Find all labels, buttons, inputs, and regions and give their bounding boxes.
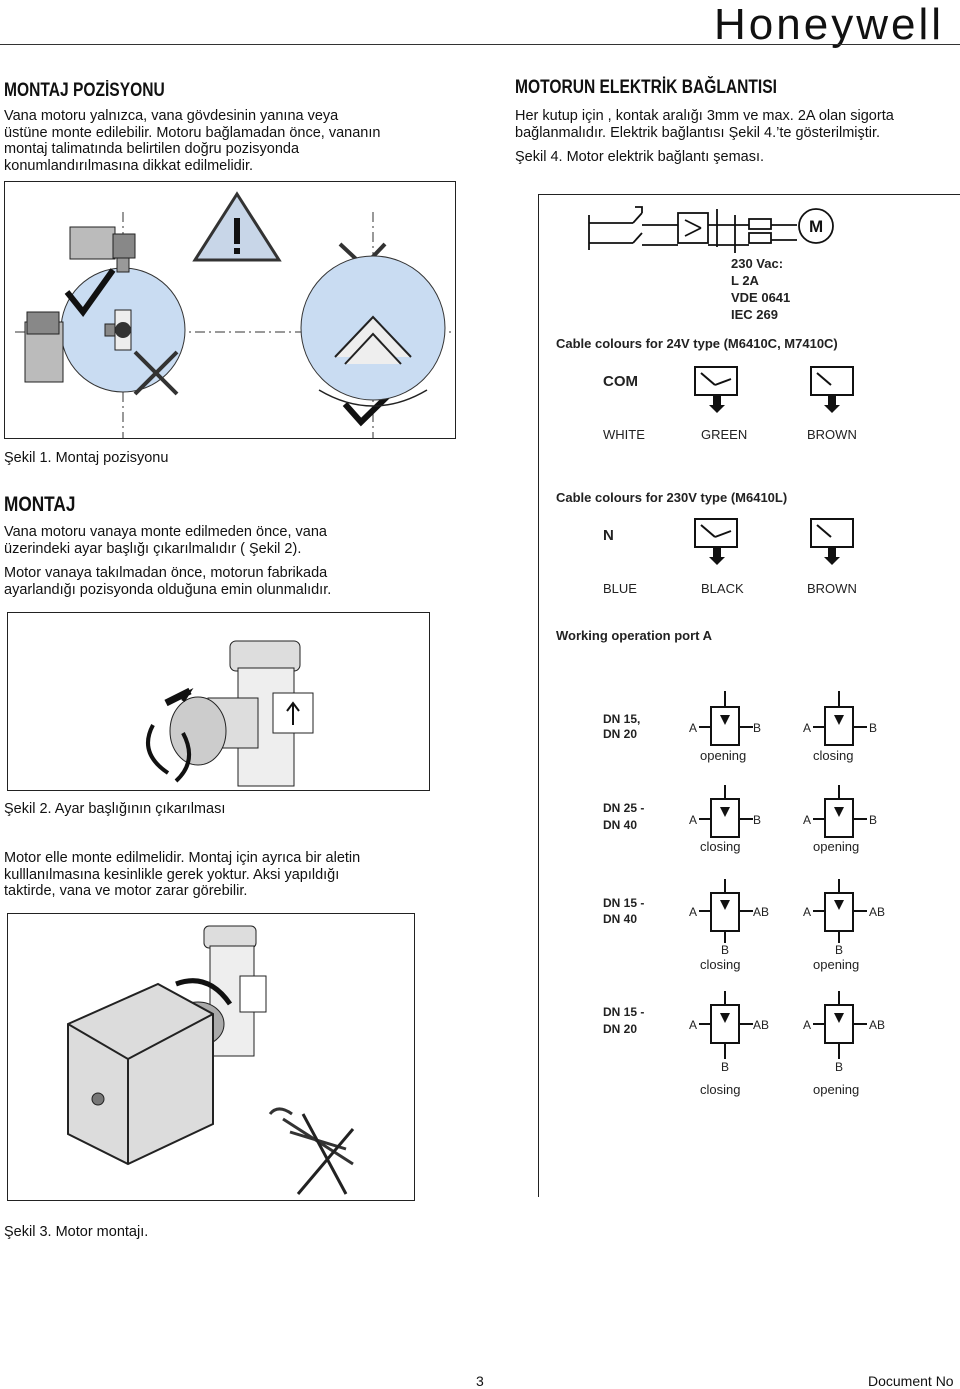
montaj-pozisyonu-text: Vana motoru yalnızca, vana gövdesinin ya… (4, 108, 381, 174)
row-2-dn-line-2: DN 40 (603, 818, 637, 832)
cable-24v-color-1: WHITE (603, 427, 645, 442)
cable-24v-color-2: GREEN (701, 427, 747, 442)
row-4-dn-line-2: DN 20 (603, 1022, 637, 1036)
cable-230v-color-3: BROWN (807, 581, 857, 596)
spec-line-3: VDE 0641 (731, 290, 790, 305)
cable-24v-title: Cable colours for 24V type (M6410C, M741… (556, 336, 838, 351)
figure-1-mounting-positions (4, 181, 456, 439)
operation-row-1: DN 15, DN 20 A B A B opening closing (603, 691, 877, 763)
figure-4-wiring-diagram: M 230 Vac: L 2A VDE 0641 IEC 269 Cable c… (538, 194, 960, 1197)
header-rule (0, 44, 960, 45)
row-3-left-port-ab: AB (753, 905, 769, 919)
row-4-left-port-ab: AB (753, 1018, 769, 1032)
figure-1-caption: Şekil 1. Montaj pozisyonu (4, 450, 169, 466)
row-4-left-port-a: A (689, 1018, 697, 1032)
operation-row-3: DN 15 - DN 40 A AB B A AB B closing open… (603, 879, 885, 972)
row-1-left-port-b: B (753, 721, 761, 735)
honeywell-logo: Honeywell (714, 0, 944, 49)
row-2-right-port-a: A (803, 813, 811, 827)
row-2-left-port-b: B (753, 813, 761, 827)
figure-2-cap-removal (7, 612, 430, 791)
cable-24v-com: COM (603, 373, 638, 390)
section-title-montaj: MONTAJ (4, 493, 76, 516)
row-3-dn-line-2: DN 40 (603, 912, 637, 926)
spec-line-2: L 2A (731, 273, 760, 288)
section-title-montaj-pozisyonu: MONTAJ POZİSYONU (4, 80, 165, 101)
row-4-left-port-b: B (721, 1060, 729, 1074)
montaj-text-2: Motor vanaya takılmadan önce, motorun fa… (4, 565, 332, 598)
row-1-left-port-a: A (689, 721, 697, 735)
row-1-right-port-b: B (869, 721, 877, 735)
figure-3-caption: Şekil 3. Motor montajı. (4, 1224, 149, 1240)
row-4-left-label: closing (700, 1082, 740, 1097)
row-1-right-label: closing (813, 748, 853, 763)
row-3-left-port-b: B (721, 943, 729, 957)
cable-230v-n: N (603, 527, 614, 544)
row-3-right-port-a: A (803, 905, 811, 919)
row-4-right-port-ab: AB (869, 1018, 885, 1032)
row-1-right-port-a: A (803, 721, 811, 735)
cable-230v-color-2: BLACK (701, 581, 744, 596)
page-number: 3 (476, 1373, 484, 1389)
row-3-left-port-a: A (689, 905, 697, 919)
row-3-right-port-ab: AB (869, 905, 885, 919)
row-4-right-label: opening (813, 1082, 859, 1097)
operation-row-4: DN 15 - DN 20 A AB B A AB B closing open… (603, 991, 885, 1097)
motor-symbol: M (809, 217, 823, 236)
cable-230v-color-1: BLUE (603, 581, 637, 596)
montaj-text-1: Vana motoru vanaya monte edilmeden önce,… (4, 524, 327, 557)
row-3-right-port-b: B (835, 943, 843, 957)
figure-2-caption: Şekil 2. Ayar başlığının çıkarılması (4, 801, 226, 817)
row-2-left-port-a: A (689, 813, 697, 827)
row-3-right-label: opening (813, 957, 859, 972)
row-1-dn-line-2: DN 20 (603, 727, 637, 741)
figure-3-motor-mounting (7, 913, 415, 1201)
figure-4-caption: Şekil 4. Motor elektrik bağlantı şeması. (515, 149, 765, 165)
row-4-right-port-a: A (803, 1018, 811, 1032)
cable-24v-color-3: BROWN (807, 427, 857, 442)
row-2-right-label: opening (813, 839, 859, 854)
spec-line-4: IEC 269 (731, 307, 778, 322)
row-3-dn-line-1: DN 15 - (603, 896, 644, 910)
operation-row-2: DN 25 - DN 40 A B A B closing opening (603, 785, 877, 854)
document-number: Document No (868, 1373, 954, 1389)
section-title-elektrik: MOTORUN ELEKTRİK BAĞLANTISI (515, 77, 777, 98)
elektrik-text: Her kutup için , kontak aralığı 3mm ve m… (515, 108, 894, 141)
row-2-left-label: closing (700, 839, 740, 854)
motor-manual-mount-text: Motor elle monte edilmelidir. Montaj içi… (4, 850, 361, 899)
row-1-dn-line-1: DN 15, (603, 712, 640, 726)
working-operation-title: Working operation port A (556, 628, 713, 643)
row-4-right-port-b: B (835, 1060, 843, 1074)
cable-230v-title: Cable colours for 230V type (M6410L) (556, 490, 787, 505)
row-1-left-label: opening (700, 748, 746, 763)
row-2-right-port-b: B (869, 813, 877, 827)
spec-line-1: 230 Vac: (731, 256, 783, 271)
row-2-dn-line-1: DN 25 - (603, 801, 644, 815)
row-3-left-label: closing (700, 957, 740, 972)
row-4-dn-line-1: DN 15 - (603, 1005, 644, 1019)
